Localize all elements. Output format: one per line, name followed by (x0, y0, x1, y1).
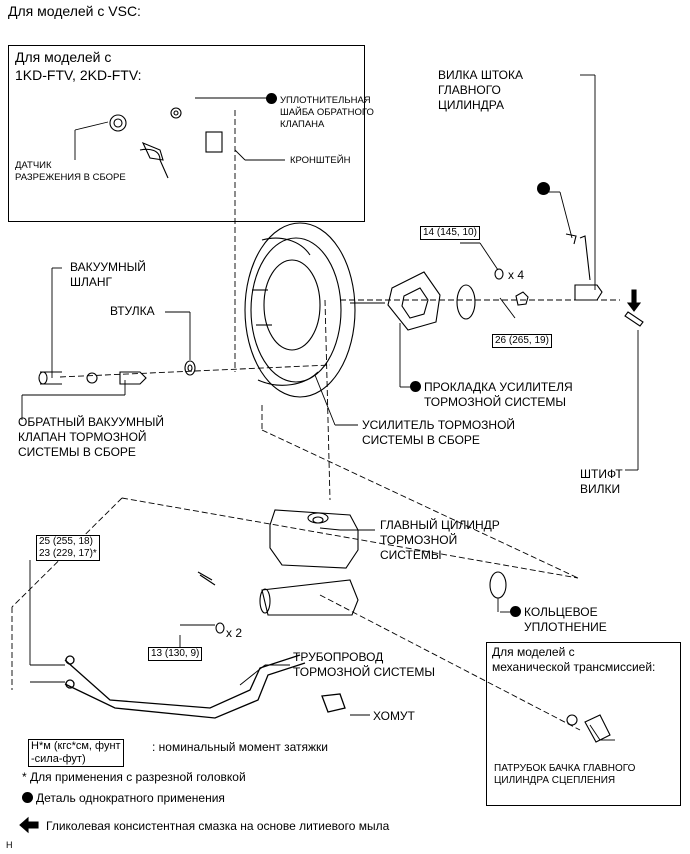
inset-title-line1: Для моделей с (15, 49, 112, 65)
legend-grease: Гликолевая консистентная смазка на основ… (46, 819, 390, 833)
torque-t2: 26 (265, 19) (492, 334, 552, 348)
clamp-label: ХОМУТ (373, 709, 415, 723)
legend-torque-desc: : номинальный момент затяжки (152, 740, 328, 754)
x2-label: x 2 (226, 626, 243, 640)
brake-lines-drawing (64, 654, 346, 719)
booster-drawing (244, 222, 385, 398)
legend-single-use: Деталь однократного применения (22, 791, 225, 806)
manual-trans-box (486, 642, 681, 806)
grommet-label: ВТУЛКА (110, 304, 155, 318)
master-cylinder-drawing (197, 509, 507, 634)
single-use-icon-gasket (410, 381, 421, 392)
grease-arrow-icon (19, 816, 39, 834)
leader-lines (21, 74, 639, 741)
clutch-hose-drawing (566, 714, 611, 743)
torque-t1: 14 (145, 10) (420, 226, 480, 240)
washer-label: УПЛОТНИТЕЛЬНАЯ ШАЙБА ОБРАТНОГО КЛАПАНА (266, 93, 374, 131)
single-use-icon-clevis (537, 182, 550, 195)
legend-note: * Для применения с разрезной головкой (22, 770, 246, 784)
legend-torque-unit: Н*м (кгс*см, фунт-сила-фут) (28, 739, 124, 767)
inset-box (8, 45, 365, 222)
inset-title-line2: 1KD-FTV, 2KD-FTV: (15, 67, 142, 83)
hose-valve-drawing (38, 360, 196, 385)
footer-mark: H (6, 840, 13, 850)
inset-drawing (109, 107, 223, 179)
clevis-drawing (565, 233, 644, 327)
x4-label: x 4 (508, 268, 525, 282)
header-title: Для моделей с VSC: (8, 3, 141, 19)
bracket-label: КРОНШТЕЙН (290, 155, 351, 166)
torque-t3: 25 (255, 18)23 (229, 17)* (36, 535, 100, 561)
single-use-icon (266, 93, 277, 104)
o-ring-label: КОЛЬЦЕВОЕ УПЛОТНЕНИЕ (510, 605, 607, 635)
gasket-drawing (387, 268, 529, 331)
single-use-icon-oring (510, 606, 521, 617)
single-use-legend-icon (22, 792, 33, 803)
torque-t4: 13 (130, 9) (148, 647, 203, 661)
gasket-label: ПРОКЛАДКА УСИЛИТЕЛЯ ТОРМОЗНОЙ СИСТЕМЫ (410, 380, 573, 410)
